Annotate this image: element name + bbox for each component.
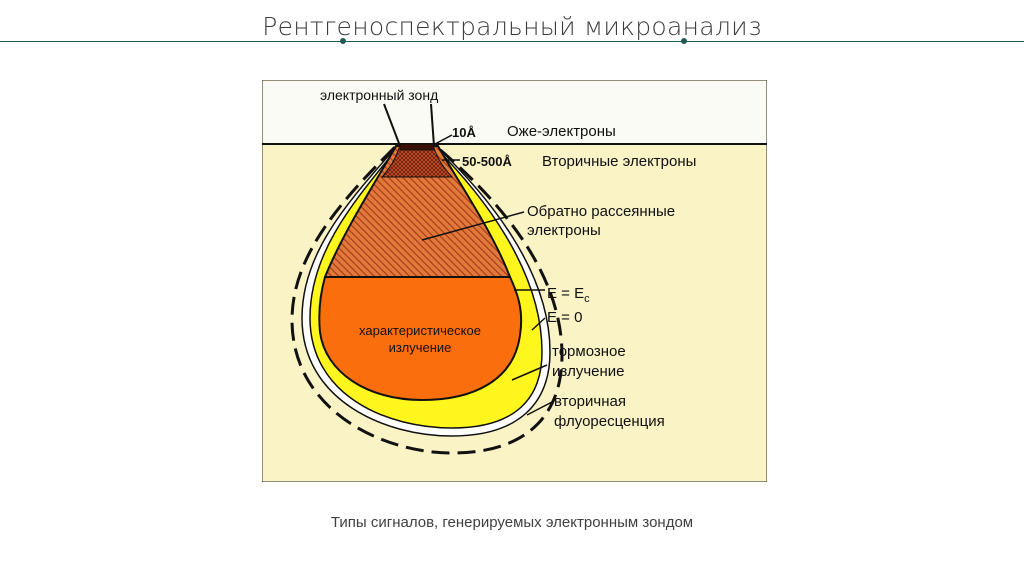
backscatter-zone: [323, 145, 512, 278]
label-characteristic-1: характеристическое: [359, 323, 481, 338]
leader-e-zero: [531, 317, 546, 331]
label-probe: электронный зонд: [320, 87, 438, 103]
vacuum-region: [263, 81, 766, 144]
label-e-zero: E = 0: [547, 309, 582, 326]
title-rule-dot-right: [681, 38, 687, 44]
probe-beam-left: [383, 103, 401, 147]
leader-fluorescence: [526, 401, 553, 416]
probe-beam-right: [430, 103, 435, 147]
secondary-electron-zone: [380, 147, 454, 178]
figure-caption: Типы сигналов, генерируемых электронным …: [330, 514, 694, 531]
leader-auger: [434, 134, 453, 145]
characteristic-zone: [318, 276, 523, 402]
label-depth-secondary: 50-500Å: [462, 154, 512, 169]
label-e-ec: E = Ec: [547, 285, 590, 305]
page-title: Рентгеноспектральный микроанализ: [262, 12, 762, 41]
label-backscatter-2: электроны: [527, 222, 601, 239]
title-rule: [0, 41, 1024, 42]
fluorescence-boundary: [290, 146, 564, 455]
interaction-volume-diagram: электронный зонд 10Å Оже-электроны 50-50…: [262, 80, 767, 482]
leader-backscatter: [421, 211, 525, 241]
label-bremsstrahlung-2: излучение: [552, 363, 625, 380]
title-rule-dot-left: [340, 38, 346, 44]
label-depth-auger: 10Å: [452, 125, 476, 140]
label-backscatter-1: Обратно рассеянные: [527, 203, 675, 220]
leader-bremsstrahlung: [511, 364, 548, 381]
label-bremsstrahlung-1: тормозное: [552, 343, 626, 360]
label-fluorescence-1: вторичная: [554, 393, 626, 410]
label-fluorescence-2: флуоресценция: [554, 413, 665, 430]
label-auger: Оже-электроны: [507, 123, 616, 140]
auger-zone: [399, 143, 435, 151]
label-secondary: Вторичные электроны: [542, 153, 696, 170]
label-characteristic-2: излучение: [389, 340, 452, 355]
